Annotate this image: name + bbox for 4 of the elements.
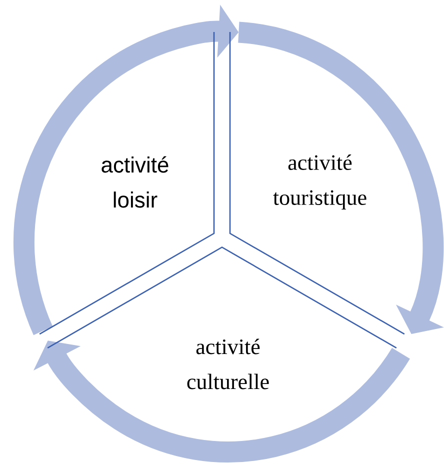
- arrow: [34, 340, 410, 462]
- sector-label: activité touristique: [273, 154, 366, 210]
- sector-label: activité culturelle: [187, 338, 269, 390]
- sector-label: activité loisir: [102, 156, 168, 208]
